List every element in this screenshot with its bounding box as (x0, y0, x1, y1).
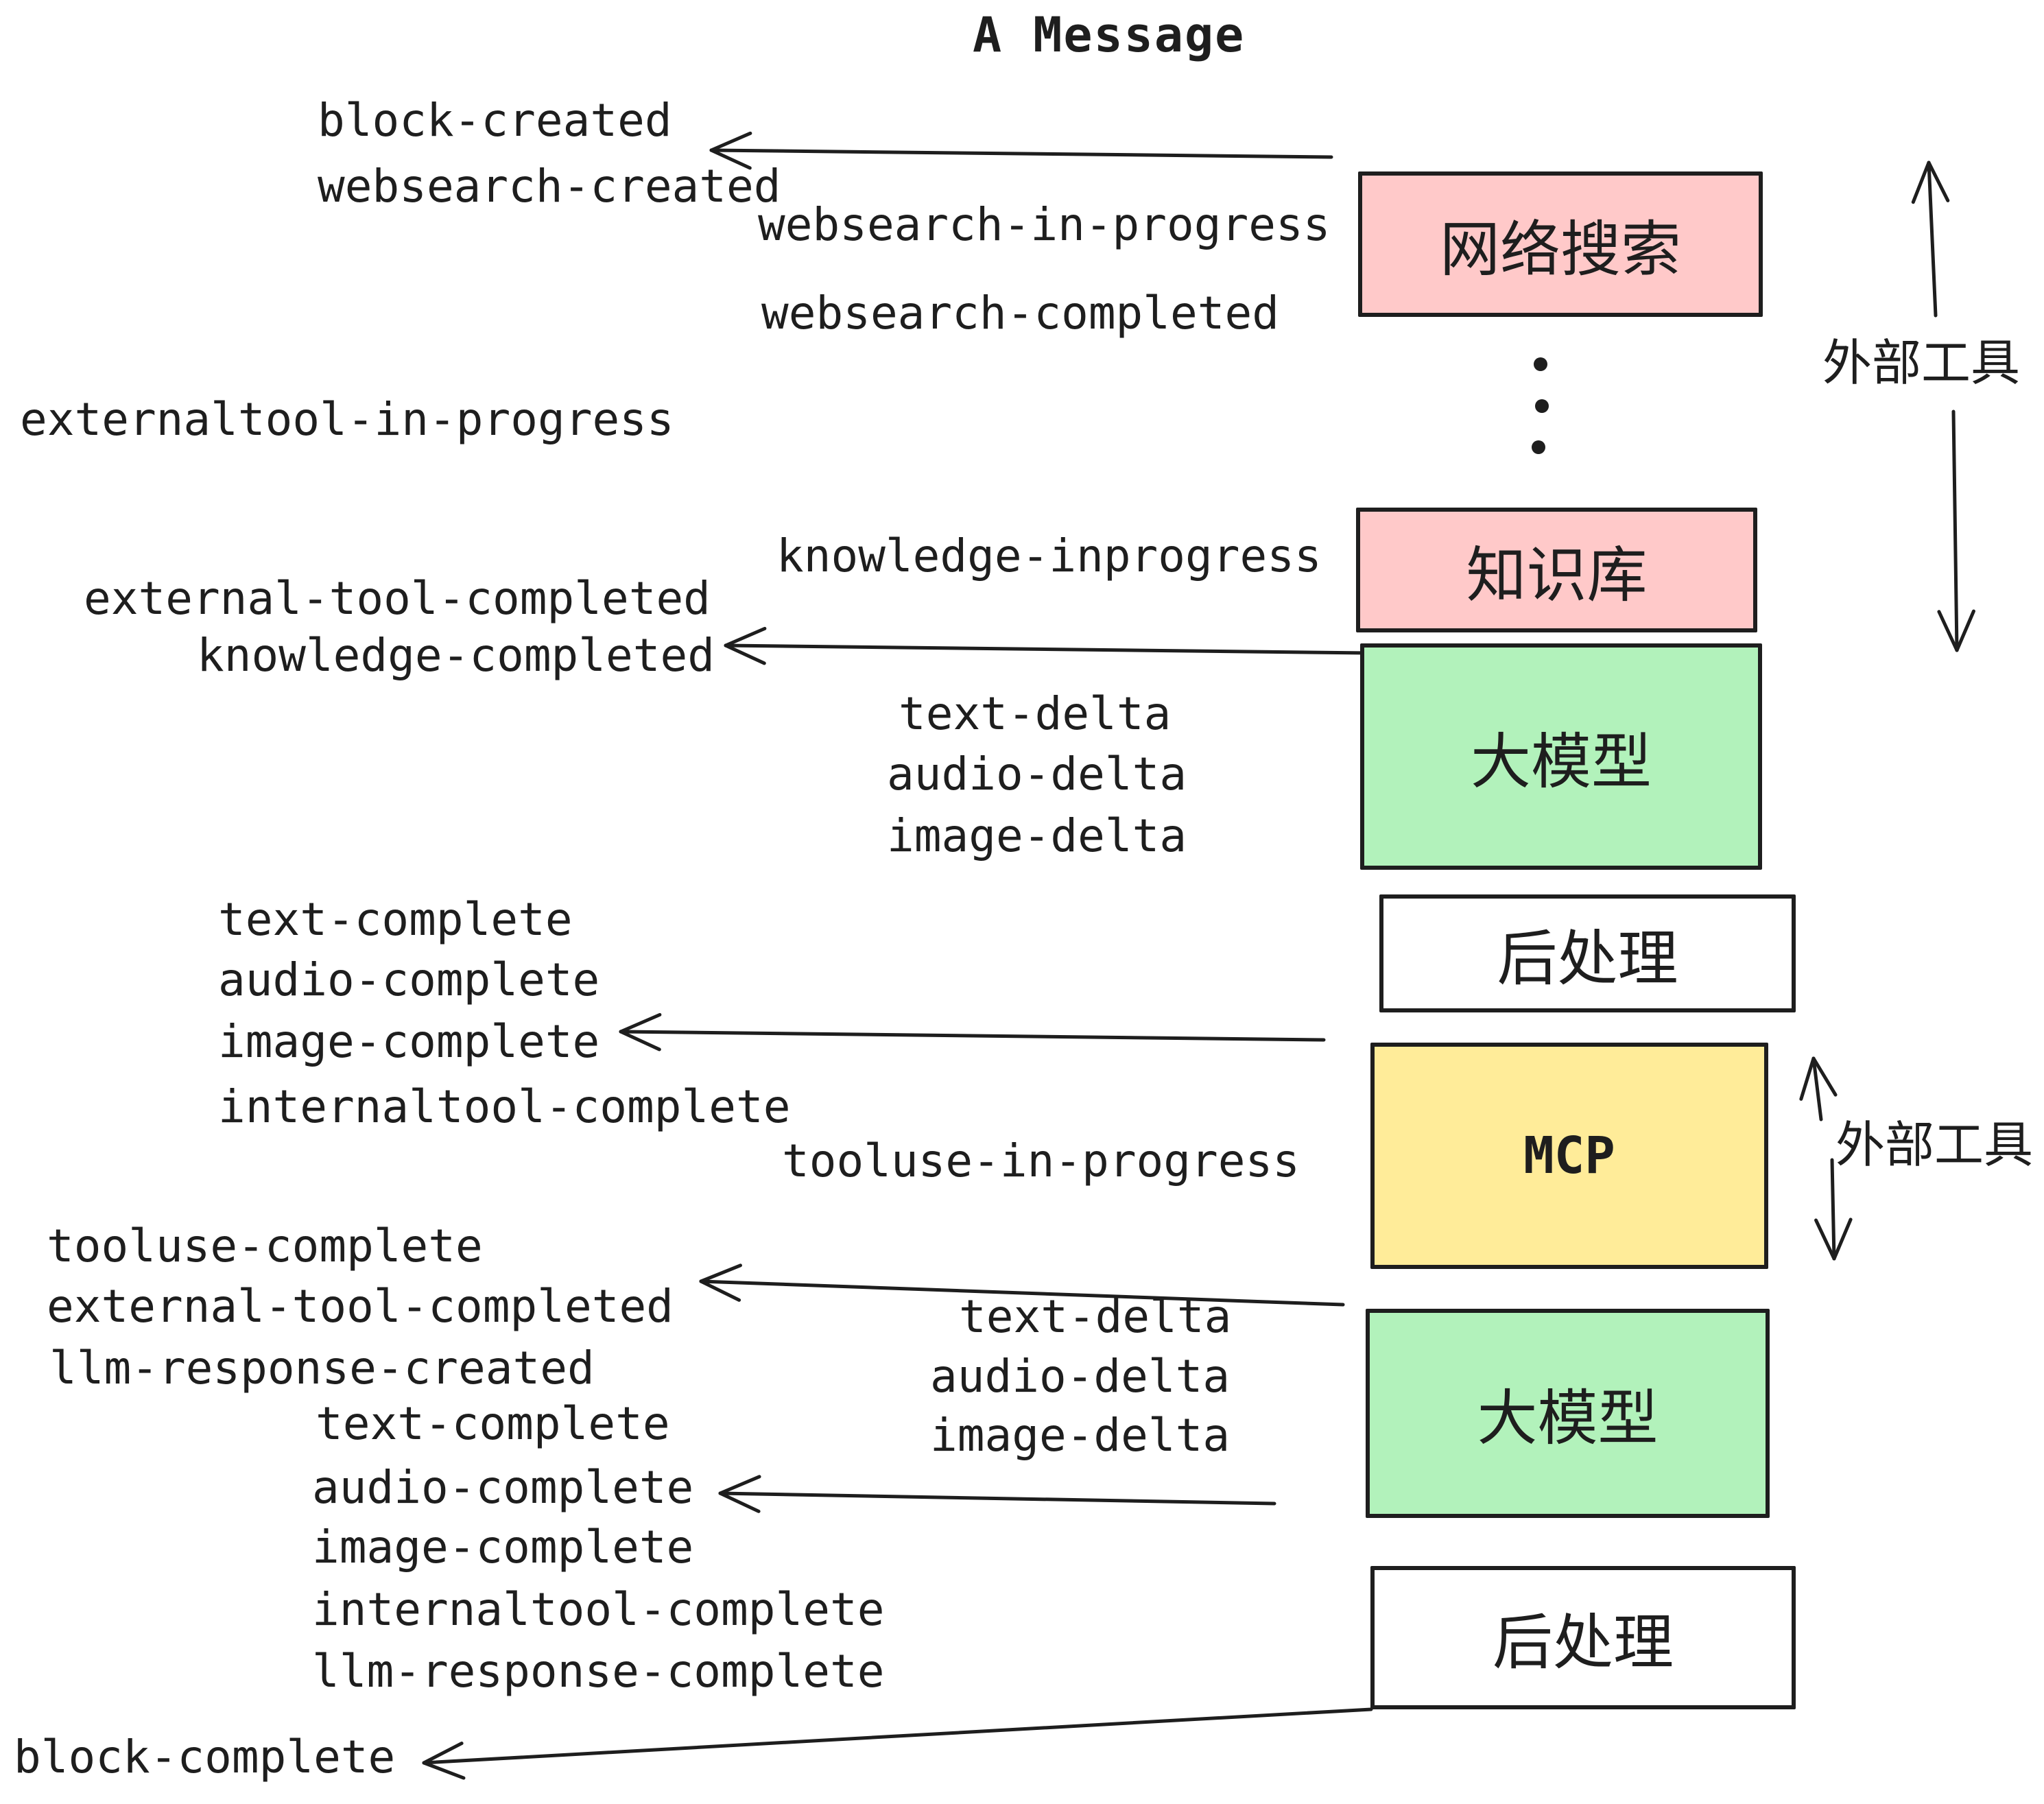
arrow-knowledge-completed (724, 626, 1370, 665)
event-label-external-tool-completed-2: external-tool-completed (47, 1280, 674, 1333)
event-label-knowledge-completed: knowledge-completed (197, 629, 715, 682)
event-label-audio-complete-2: audio-complete (312, 1461, 694, 1514)
arrow-external-down-2 (1814, 1158, 1853, 1261)
box-label-postprocess-2: 后处理 (1492, 1607, 1674, 1678)
box-label-mcp: MCP (1523, 1126, 1615, 1185)
box-mcp: MCP (1370, 1043, 1768, 1269)
box-label-websearch: 网络搜索 (1439, 213, 1681, 285)
box-postprocess-2: 后处理 (1370, 1566, 1796, 1709)
box-label-llm-2: 大模型 (1477, 1383, 1659, 1453)
event-label-image-delta-1: image-delta (887, 809, 1187, 862)
event-label-text-complete-1: text-complete (218, 893, 573, 946)
box-knowledge: 知识库 (1356, 508, 1757, 632)
event-label-internaltool-complete-2: internaltool-complete (312, 1583, 885, 1636)
event-label-llm-response-created: llm-response-created (49, 1342, 595, 1394)
box-llm-1: 大模型 (1360, 643, 1762, 870)
box-websearch: 网络搜索 (1358, 171, 1763, 317)
event-label-websearch-in-progress: websearch-in-progress (758, 198, 1331, 251)
event-label-websearch-created: websearch-created (318, 160, 781, 213)
event-label-knowledge-inprogress: knowledge-inprogress (776, 530, 1322, 582)
page-title: A Message (973, 7, 1246, 63)
box-label-llm-1: 大模型 (1470, 726, 1652, 797)
event-label-audio-delta-2: audio-delta (930, 1350, 1231, 1403)
event-label-audio-delta-1: audio-delta (887, 748, 1187, 800)
event-label-audio-complete-1: audio-complete (218, 953, 600, 1006)
event-label-externaltool-in-progress: externaltool-in-progress (20, 393, 674, 446)
box-postprocess-1: 后处理 (1379, 894, 1796, 1012)
box-label-postprocess-1: 后处理 (1497, 923, 1678, 994)
event-label-image-complete-2: image-complete (312, 1521, 694, 1574)
event-label-image-delta-2: image-delta (930, 1409, 1231, 1462)
arrow-image-complete (619, 1012, 1326, 1052)
box-label-knowledge: 知识库 (1466, 539, 1648, 610)
event-label-image-complete-1: image-complete (218, 1015, 600, 1068)
event-label-tooluse-in-progress: tooluse-in-progress (782, 1135, 1300, 1187)
ellipsis-dot-2 (1535, 399, 1549, 413)
event-label-llm-response-complete: llm-response-complete (312, 1645, 885, 1698)
arrow-external-up-1 (1911, 161, 1950, 318)
event-label-internaltool-complete-1: internaltool-complete (218, 1080, 791, 1133)
event-label-text-delta-2: text-delta (959, 1290, 1232, 1343)
event-label-text-complete-2: text-complete (316, 1397, 670, 1450)
arrow-external-down-1 (1937, 410, 1975, 652)
event-label-block-created: block-created (318, 94, 672, 147)
arrow-block-complete (422, 1707, 1373, 1780)
ellipsis-dot-1 (1534, 357, 1547, 371)
arrow-block-created (709, 131, 1333, 170)
annotation-external-tools-2: 外部工具 (1835, 1116, 2034, 1174)
event-label-tooluse-complete: tooluse-complete (47, 1220, 483, 1272)
arrow-external-up-2 (1799, 1056, 1838, 1121)
ellipsis-dot-3 (1532, 440, 1545, 454)
event-label-text-delta-1: text-delta (899, 687, 1172, 740)
event-label-websearch-completed: websearch-completed (761, 287, 1279, 340)
event-label-external-tool-completed-1: external-tool-completed (84, 572, 711, 625)
annotation-external-tools-1: 外部工具 (1822, 334, 2021, 392)
event-label-block-complete: block-complete (14, 1731, 396, 1783)
box-llm-2: 大模型 (1366, 1309, 1770, 1518)
arrow-audio-complete (718, 1475, 1276, 1513)
